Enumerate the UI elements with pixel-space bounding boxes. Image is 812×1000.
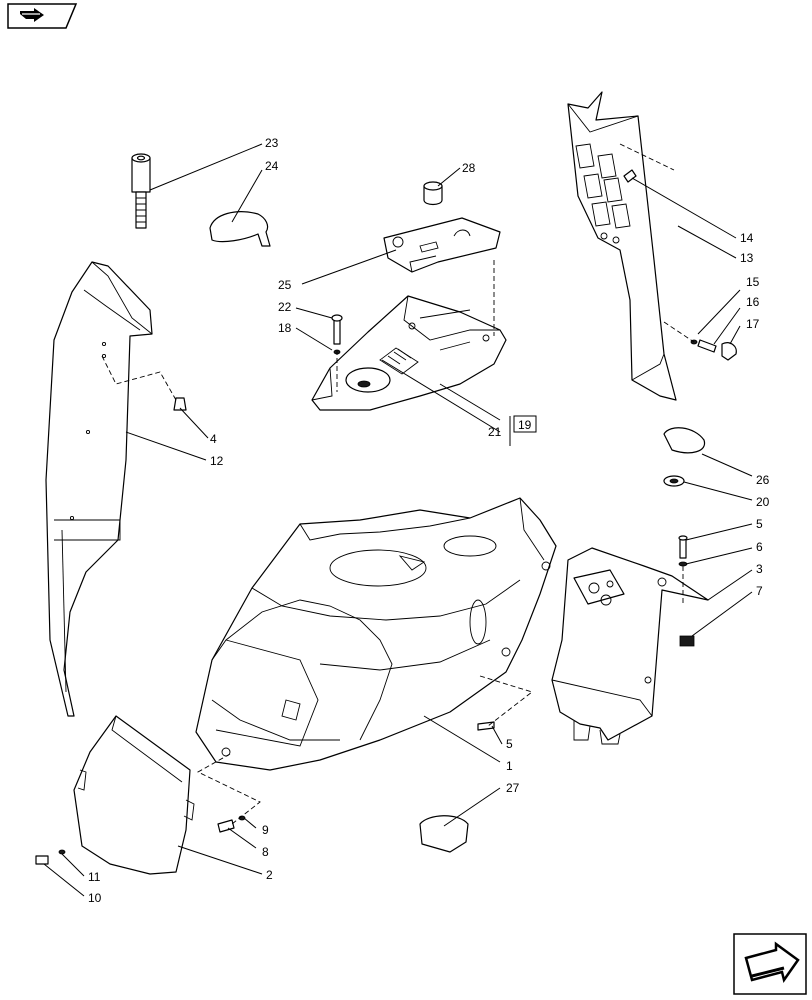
callout-9: 9 (262, 823, 269, 837)
callout-13: 13 (740, 251, 754, 265)
callout-1: 1 (506, 759, 513, 773)
callout-22: 22 (278, 300, 292, 314)
callout-21: 21 (488, 425, 502, 439)
left-side-trim (45, 261, 153, 717)
main-console-body (195, 497, 557, 771)
alignment-lines (101, 143, 695, 825)
rubber-cap (663, 427, 706, 454)
callout-20: 20 (756, 495, 770, 509)
washer (663, 475, 685, 487)
callout-7: 7 (756, 584, 763, 598)
arrow-tab-icon[interactable] (7, 3, 78, 29)
callout-17: 17 (746, 317, 760, 331)
callout-12: 12 (210, 454, 224, 468)
callout-6: 6 (756, 540, 763, 554)
front-lower-cover (73, 715, 195, 875)
callout-labels: 23 24 28 25 22 18 21 19 4 12 14 13 15 16… (88, 136, 770, 905)
callout-3: 3 (756, 562, 763, 576)
callout-16: 16 (746, 295, 760, 309)
callout-2: 2 (266, 868, 273, 882)
callout-8: 8 (262, 845, 269, 859)
callout-11: 11 (88, 870, 101, 884)
callout-5-lower: 5 (506, 737, 513, 751)
plug (423, 181, 443, 206)
right-side-trim (567, 91, 677, 401)
callout-18: 18 (278, 321, 292, 335)
callout-23: 23 (265, 136, 279, 150)
callout-5-upper: 5 (756, 517, 763, 531)
callout-25: 25 (278, 278, 292, 292)
callout-19-box: 19 (513, 415, 537, 433)
callout-28: 28 (462, 161, 476, 175)
callout-14: 14 (740, 231, 754, 245)
fasteners (35, 169, 737, 865)
next-page-arrow-icon[interactable] (733, 933, 807, 995)
callout-19: 19 (518, 418, 532, 432)
callout-24: 24 (265, 159, 279, 173)
leader-lines (43, 143, 753, 897)
cover-cap (419, 815, 469, 853)
callout-10: 10 (88, 891, 102, 905)
callout-4: 4 (210, 432, 217, 446)
console-housing (311, 295, 507, 411)
callout-15: 15 (746, 275, 760, 289)
end-cap (209, 211, 271, 247)
spacer-stud (131, 153, 151, 229)
callout-27: 27 (506, 781, 520, 795)
callout-26: 26 (756, 473, 770, 487)
grommet-small (679, 635, 695, 647)
right-bracket-plate (551, 547, 709, 745)
console-cover (383, 217, 501, 273)
